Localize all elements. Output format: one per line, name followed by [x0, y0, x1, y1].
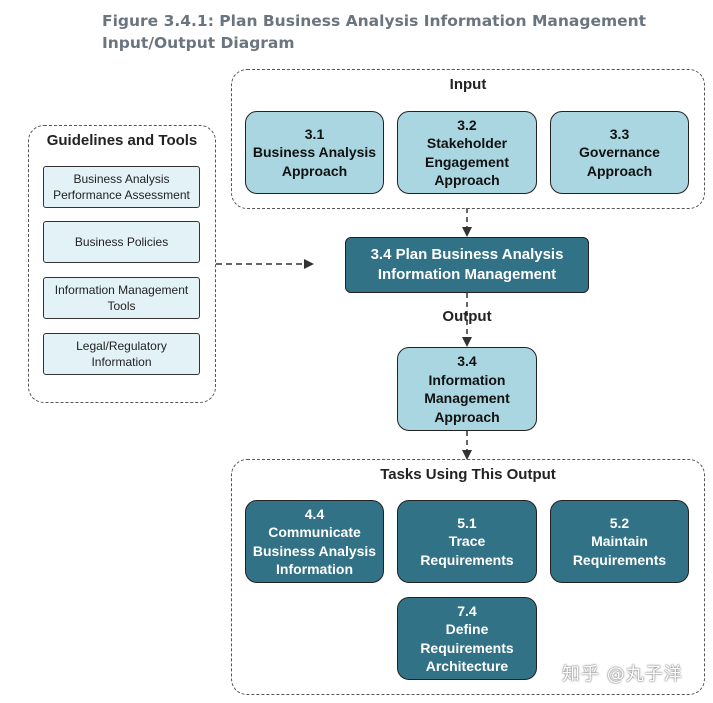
guideline-information-management-tools: Information Management Tools	[43, 277, 200, 319]
guideline-legal-regulatory-information: Legal/Regulatory Information	[43, 333, 200, 375]
guideline-performance-assessment: Business Analysis Performance Assessment	[43, 166, 200, 208]
output-label: Output	[442, 308, 492, 325]
guidelines-title: Guidelines and Tools	[46, 132, 198, 149]
output-information-management-approach: 3.4 Information Management Approach	[397, 347, 537, 431]
task-trace-requirements: 5.1 Trace Requirements	[397, 500, 537, 583]
watermark: 知乎 @丸子洋	[562, 664, 683, 685]
task-maintain-requirements: 5.2 Maintain Requirements	[550, 500, 689, 583]
task-plan-ba-information-management: 3.4 Plan Business Analysis Information M…	[345, 237, 589, 293]
guidelines-group	[28, 125, 216, 403]
input-governance-approach: 3.3 Governance Approach	[550, 111, 689, 194]
figure-title: Figure 3.4.1: Plan Business Analysis Inf…	[102, 12, 647, 52]
tasks-using-group	[231, 459, 705, 695]
input-stakeholder-engagement-approach: 3.2 Stakeholder Engagement Approach	[397, 111, 537, 194]
input-title: Input	[449, 76, 487, 93]
input-business-analysis-approach: 3.1 Business Analysis Approach	[245, 111, 384, 194]
task-define-requirements-architecture: 7.4 Define Requirements Architecture	[397, 597, 537, 680]
task-communicate-ba-information: 4.4 Communicate Business Analysis Inform…	[245, 500, 384, 583]
guideline-business-policies: Business Policies	[43, 221, 200, 263]
tasks-using-title: Tasks Using This Output	[380, 466, 556, 483]
input-group	[231, 69, 705, 209]
